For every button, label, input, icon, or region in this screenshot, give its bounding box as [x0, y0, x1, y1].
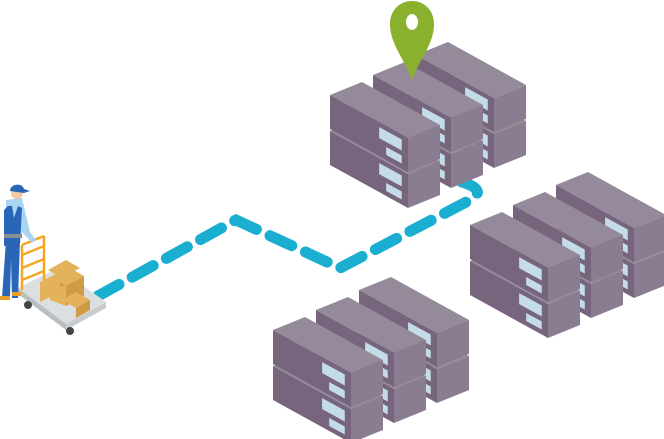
server-end-face — [451, 105, 483, 152]
server-status-panel — [526, 276, 542, 294]
delivery-route — [92, 176, 483, 302]
server-cluster-bottom — [273, 277, 469, 439]
server-status-panel — [386, 146, 402, 164]
trolley-handle — [20, 234, 46, 290]
server-status-panel — [329, 417, 345, 435]
server-end-face — [437, 356, 469, 403]
location-pin-icon — [390, 1, 434, 80]
server-top-face — [416, 42, 526, 98]
server-end-face — [408, 125, 440, 172]
server-end-face — [451, 141, 483, 188]
server-top-face — [359, 277, 469, 333]
server-status-panel — [379, 163, 402, 187]
server-end-face — [351, 396, 383, 439]
server-status-panel — [329, 381, 345, 399]
server-top-face — [316, 297, 426, 353]
server-end-face — [394, 376, 426, 423]
server-top-face — [470, 212, 580, 268]
server-status-panel — [519, 293, 542, 317]
server-status-panel — [526, 312, 542, 330]
server-end-face — [408, 161, 440, 208]
cardboard-boxes — [40, 260, 90, 318]
server-unit — [470, 212, 580, 302]
server-status-panel — [386, 182, 402, 200]
server-end-face — [494, 85, 526, 132]
server-end-face — [591, 271, 623, 318]
server-top-face — [513, 192, 623, 248]
server-top-face — [330, 82, 440, 138]
server-end-face — [634, 251, 664, 298]
server-end-face — [591, 235, 623, 282]
server-end-face — [494, 121, 526, 168]
worker-figure — [0, 184, 36, 300]
server-top-face — [556, 172, 664, 228]
server-end-face — [548, 291, 580, 338]
server-cluster-top — [330, 42, 526, 208]
server-top-face — [273, 317, 383, 373]
server-status-panel — [322, 398, 345, 422]
server-unit — [273, 317, 383, 407]
server-clusters — [273, 42, 664, 439]
server-unit — [330, 82, 440, 172]
server-end-face — [394, 340, 426, 387]
server-end-face — [351, 360, 383, 407]
server-end-face — [437, 320, 469, 367]
server-status-panel — [322, 362, 345, 386]
server-end-face — [634, 215, 664, 262]
server-end-face — [548, 255, 580, 302]
server-status-panel — [379, 127, 402, 151]
server-top-face — [373, 62, 483, 118]
delivery-worker — [0, 184, 106, 335]
server-status-panel — [519, 257, 542, 281]
server-cluster-right — [470, 172, 664, 338]
